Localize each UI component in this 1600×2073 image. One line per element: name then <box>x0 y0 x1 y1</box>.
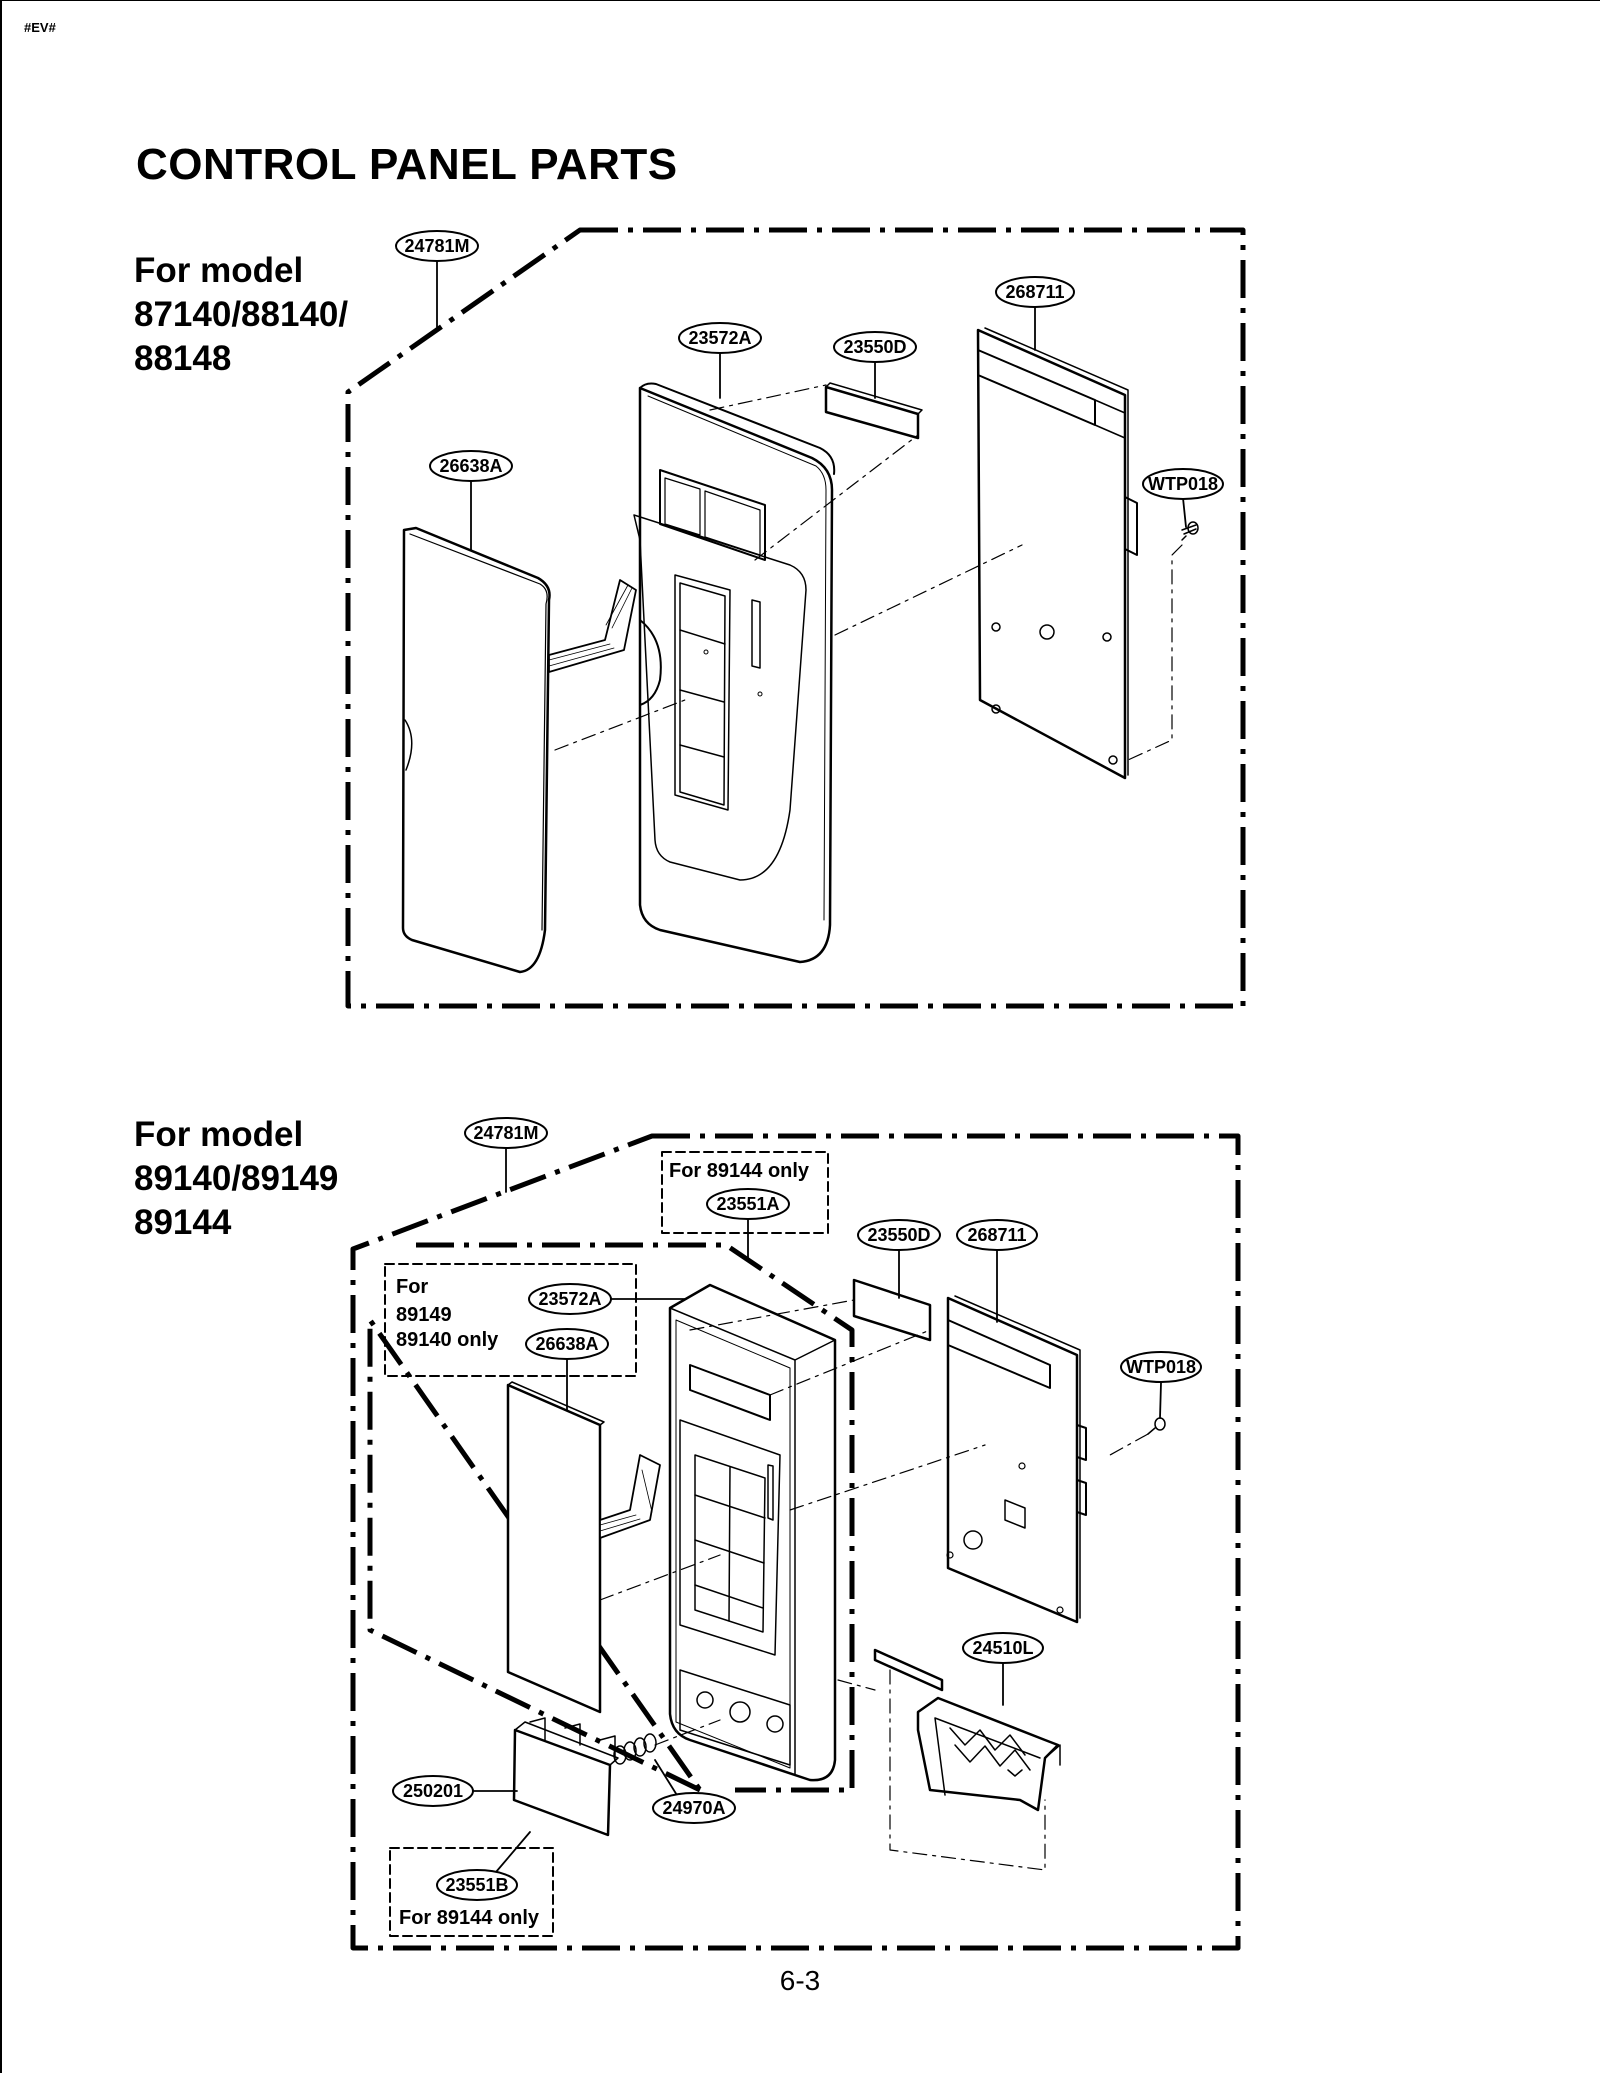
part-label-text: 24781M <box>404 236 469 256</box>
section1-pcb-board <box>976 327 1138 780</box>
part-label-text: 23550D <box>867 1225 930 1245</box>
part-label-23550D: 23550D <box>857 1219 941 1251</box>
part-label-268711: 268711 <box>995 276 1075 308</box>
section2-assembly-frame <box>350 1133 1241 1951</box>
section2-model-heading: For model 89140/89149 89144 <box>134 1113 338 1245</box>
part-label-text: 24781M <box>473 1123 538 1143</box>
section1-heading-line: For model <box>134 251 304 290</box>
section1-part-labels: 24781M 23572A 23550D 268711 26638A <box>395 230 1224 500</box>
part-label-text: 23551B <box>445 1875 508 1895</box>
part-label-text: 24970A <box>662 1798 725 1818</box>
part-label-text: 23572A <box>538 1289 601 1309</box>
part-label-23551A: 23551A <box>706 1188 790 1220</box>
part-label-23551B: 23551B <box>436 1869 518 1901</box>
section2-notes: For 89144 only For 89149 89140 only For … <box>396 1160 810 1929</box>
part-label-text: 24510L <box>972 1638 1033 1658</box>
part-label-23550D: 23550D <box>833 331 917 363</box>
section1-display-window <box>824 382 923 440</box>
section1-control-panel <box>633 382 836 964</box>
section2-assembly-lines <box>599 1299 1149 1871</box>
part-label-WTP018: WTP018 <box>1120 1351 1202 1383</box>
part-label-250201: 250201 <box>392 1775 474 1807</box>
part-label-26638A: 26638A <box>429 450 513 482</box>
part-label-24781M: 24781M <box>395 230 479 262</box>
part-label-text: 268711 <box>967 1225 1026 1245</box>
section2-bottom-note-box <box>389 1847 554 1937</box>
part-label-23572A: 23572A <box>678 322 762 354</box>
part-label-text: 23572A <box>688 328 751 348</box>
section1-screw <box>1181 521 1199 541</box>
section2-keypad <box>694 1454 766 1633</box>
part-label-24510L: 24510L <box>962 1632 1044 1664</box>
section2-top-note-box <box>661 1151 829 1234</box>
page-number: 6-3 <box>779 1965 821 1996</box>
section2-display-window <box>852 1278 932 1342</box>
section1-model-heading: For model 87140/88140/ 88148 <box>134 249 348 381</box>
part-label-text: 23551A <box>716 1194 779 1214</box>
section1-membrane-switch <box>401 526 637 974</box>
part-label-text: WTP018 <box>1148 474 1218 494</box>
section1-assembly-frame <box>345 227 1246 1009</box>
part-label-26638A: 26638A <box>525 1328 609 1360</box>
part-label-268711: 268711 <box>956 1219 1038 1251</box>
section1-heading-line: 88148 <box>134 339 232 378</box>
section2-spring <box>613 1733 657 1765</box>
section2-heading-line: 89144 <box>134 1203 232 1242</box>
section2-membrane-switch <box>506 1381 661 1714</box>
top-note-text: For 89144 only <box>669 1160 810 1182</box>
section2-left-note-box <box>384 1263 637 1377</box>
part-label-WTP018: WTP018 <box>1142 468 1224 500</box>
section2-part-labels: 24781M 23551A 23550D 268711 23572A <box>392 1117 1202 1901</box>
left-note-line: 89140 only <box>396 1329 499 1351</box>
section1-keypad <box>674 574 731 811</box>
section2-control-panel <box>668 1283 837 1782</box>
left-note-line: 89149 <box>396 1304 452 1326</box>
section2-button <box>512 1717 619 1837</box>
document-tag: #EV# <box>24 20 56 35</box>
section1-diagram: 24781M 23572A 23550D 268711 26638A <box>345 227 1246 1009</box>
section1-leader-lines <box>436 260 1187 551</box>
part-label-text: 26638A <box>439 456 502 476</box>
part-label-23572A: 23572A <box>528 1283 612 1315</box>
section2-pcb-board <box>946 1295 1087 1624</box>
section2-door-latch <box>873 1648 1061 1812</box>
part-label-24781M: 24781M <box>464 1117 548 1149</box>
section2-heading-line: For model <box>134 1115 304 1154</box>
part-label-text: WTP018 <box>1126 1357 1196 1377</box>
page-title: CONTROL PANEL PARTS <box>136 140 678 189</box>
section2-screw <box>1147 1417 1166 1435</box>
part-label-text: 23550D <box>843 337 906 357</box>
part-label-text: 26638A <box>535 1334 598 1354</box>
left-note-line: For <box>396 1276 428 1298</box>
part-label-text: 268711 <box>1005 282 1064 302</box>
section1-heading-line: 87140/88140/ <box>134 295 349 334</box>
bottom-note-text: For 89144 only <box>399 1907 540 1929</box>
part-label-24970A: 24970A <box>652 1792 736 1824</box>
section2-diagram: 24781M 23551A 23550D 268711 23572A <box>350 1117 1241 1951</box>
section1-assembly-lines <box>554 384 1183 761</box>
section2-heading-line: 89140/89149 <box>134 1159 339 1198</box>
part-label-text: 250201 <box>403 1781 463 1801</box>
